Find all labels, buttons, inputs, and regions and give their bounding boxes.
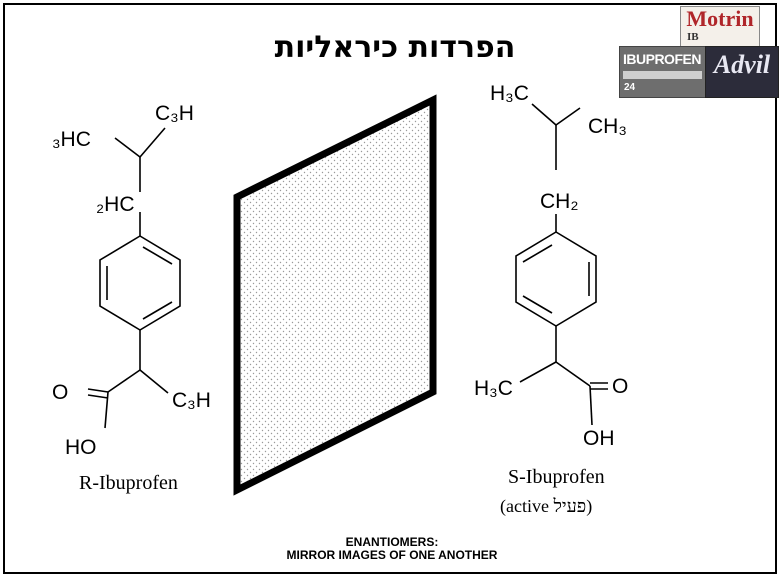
s-label-ch2: CH₂	[540, 190, 578, 213]
ibuprofen-logo-stripe	[623, 71, 702, 79]
r-label-hydroxyl: HO	[65, 436, 97, 459]
r-ibuprofen-bonds	[87, 127, 181, 429]
ibuprofen-logo-text: IBUPROFEN	[623, 51, 701, 67]
r-ibuprofen-name: R-Ibuprofen	[79, 472, 178, 494]
r-label-top-left: ₃HC	[52, 128, 91, 151]
mirror-plane	[233, 94, 437, 496]
slide-title: הפרדות כיראליות	[274, 30, 516, 65]
motrin-logo: Motrin IB	[680, 6, 760, 48]
s-label-carbonyl-o: O	[612, 375, 628, 398]
slide-frame	[3, 3, 777, 574]
s-label-top-left: H₃C	[490, 82, 529, 105]
r-label-top-right: C₃H	[155, 102, 194, 125]
s-label-hydroxyl: OH	[583, 427, 615, 450]
advil-logo-text: Advil	[713, 50, 771, 79]
advil-logo: Advil	[705, 46, 779, 98]
caption-line-2: MIRROR IMAGES OF ONE ANOTHER	[286, 548, 498, 562]
ibuprofen-logo-count: 24	[624, 82, 636, 93]
caption-line-1: ENANTIOMERS:	[345, 535, 439, 549]
s-ibuprofen-name: S-Ibuprofen	[508, 466, 605, 488]
r-label-carbonyl-o: O	[52, 381, 68, 404]
r-label-methyl: C₃H	[172, 389, 211, 412]
motrin-logo-text: Motrin	[686, 6, 754, 31]
r-label-ch2: ₂HC	[96, 193, 134, 216]
ibuprofen-logo: IBUPROFEN 24	[619, 46, 706, 98]
s-label-top-right: CH₃	[588, 115, 627, 138]
s-ibuprofen-bonds	[515, 103, 608, 426]
s-label-methyl: H₃C	[474, 377, 513, 400]
s-ibuprofen-subtitle: (active פעיל)	[500, 496, 593, 516]
enantiomers-caption: ENANTIOMERS: MIRROR IMAGES OF ONE ANOTHE…	[150, 536, 634, 562]
motrin-logo-sub: IB	[687, 31, 699, 43]
